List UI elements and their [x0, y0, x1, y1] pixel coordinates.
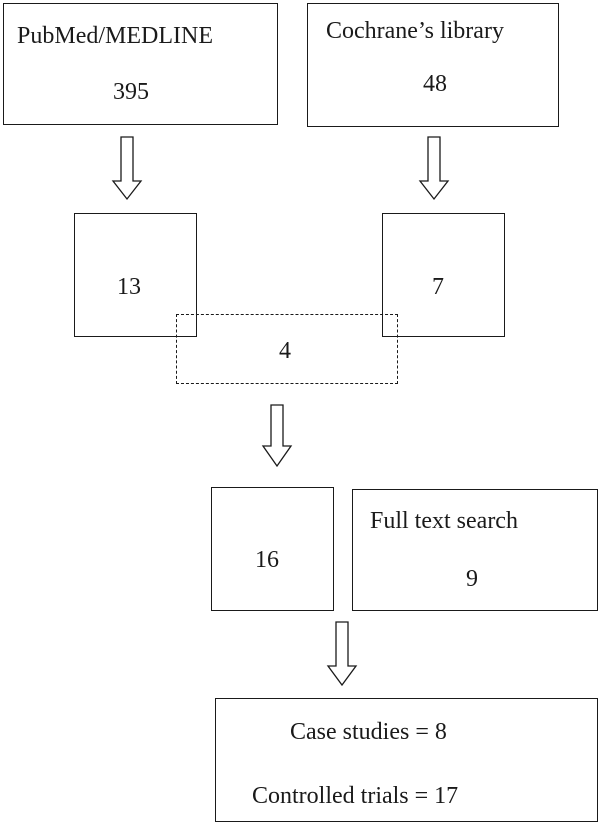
- full-text-box: [352, 489, 598, 611]
- cochrane-source-label: Cochrane’s library: [326, 18, 504, 44]
- full-text-count: 9: [466, 566, 478, 592]
- pubmed-source-label: PubMed/MEDLINE: [17, 23, 213, 49]
- overlap-box: [176, 314, 398, 384]
- down-arrow-icon: [111, 136, 143, 201]
- down-arrow-icon: [418, 136, 450, 201]
- result-box: [215, 698, 598, 822]
- pubmed-source-count: 395: [113, 79, 149, 105]
- cochrane-source-box: [307, 3, 559, 127]
- controlled-trials-text: Controlled trials = 17: [252, 783, 459, 809]
- combined-count: 16: [255, 547, 279, 573]
- full-text-label: Full text search: [370, 508, 518, 534]
- combined-box: [211, 487, 334, 611]
- pubmed-source-box: [3, 3, 278, 125]
- pubmed-screened-count: 13: [117, 274, 141, 300]
- cochrane-screened-box: [382, 213, 505, 337]
- cochrane-screened-count: 7: [432, 274, 444, 300]
- overlap-count: 4: [279, 338, 291, 364]
- case-studies-text: Case studies = 8: [290, 719, 447, 745]
- down-arrow-icon: [261, 404, 293, 468]
- cochrane-source-count: 48: [423, 71, 447, 97]
- down-arrow-icon: [326, 621, 358, 687]
